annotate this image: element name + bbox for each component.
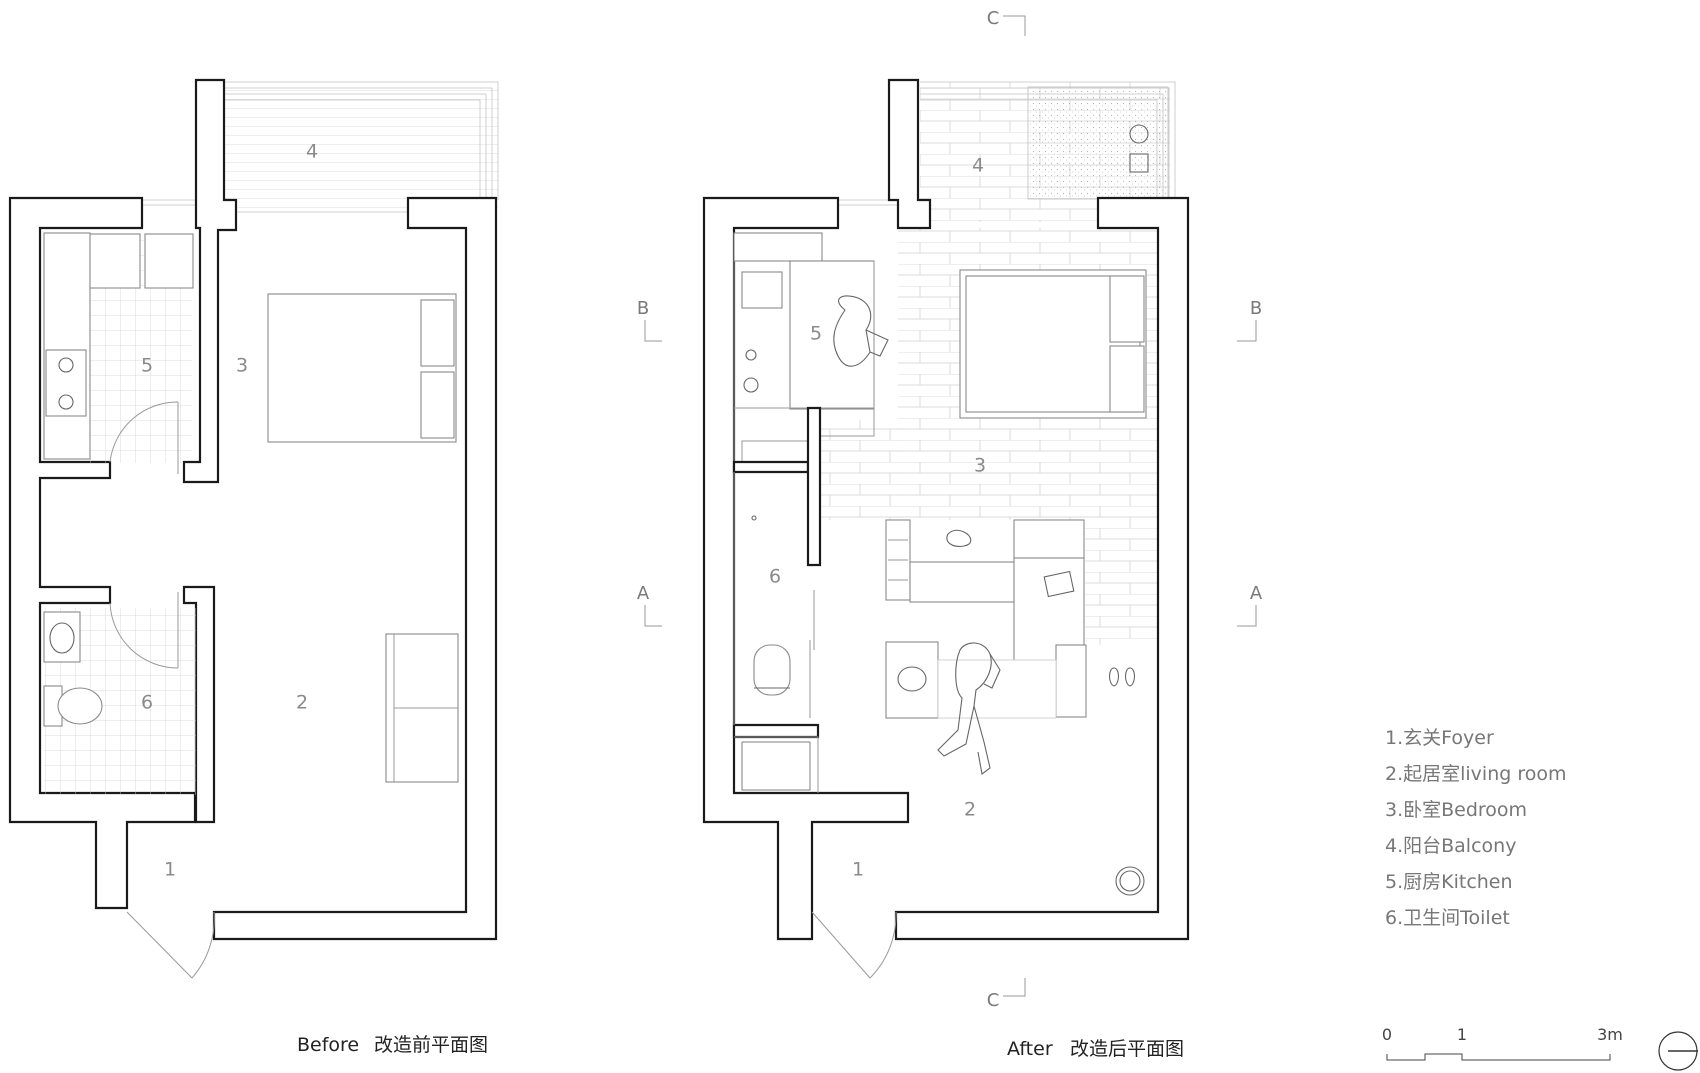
after-kitchen-cabinet-top bbox=[733, 232, 823, 262]
after-cook-figure-icon bbox=[833, 295, 889, 367]
after-outer-wall-north bbox=[887, 78, 932, 230]
legend-item-living-room: 2.起居室living room bbox=[1385, 763, 1567, 785]
section-marker-a-right: A bbox=[1237, 583, 1263, 627]
after-toilet-drain bbox=[751, 515, 757, 521]
after-kitchen-counter bbox=[789, 260, 875, 410]
after-outer-wall bbox=[702, 196, 910, 941]
section-marker-a-left: A bbox=[637, 583, 662, 627]
before-bed-pillow-1 bbox=[420, 299, 455, 367]
after-caption-cn: 改造后平面图 bbox=[1070, 1038, 1184, 1060]
before-basin-bowl bbox=[49, 622, 75, 654]
scale-label-0: 0 bbox=[1382, 1025, 1392, 1044]
after-entry-door bbox=[811, 911, 897, 979]
legend-item-bedroom: 3.卧室Bedroom bbox=[1385, 799, 1527, 821]
before-stove-burner-1 bbox=[58, 357, 74, 373]
before-kitchen-door bbox=[109, 401, 179, 474]
legend-item-kitchen: 5.厨房Kitchen bbox=[1385, 871, 1513, 893]
after-washbasin bbox=[897, 666, 927, 692]
section-marker-c-top: C bbox=[987, 8, 1026, 36]
after-plant-pot-icon bbox=[1115, 866, 1145, 896]
before-room-4: 4 bbox=[306, 141, 318, 163]
before-balcony-railing bbox=[130, 81, 499, 213]
before-outer-wall-right bbox=[182, 78, 238, 484]
after-person-figure-icon bbox=[937, 642, 1001, 775]
after-kitchen-sink bbox=[741, 271, 783, 309]
after-desk-shelf bbox=[885, 519, 1015, 603]
svg-text:B: B bbox=[637, 298, 649, 319]
after-room-4: 4 bbox=[972, 155, 984, 177]
before-toilet-door bbox=[109, 592, 179, 669]
after-laptop-icon bbox=[1043, 570, 1075, 598]
after-kitchen-burner-2 bbox=[743, 377, 759, 393]
after-washing-cabinet bbox=[885, 641, 939, 719]
after-balcony-stool bbox=[1129, 124, 1149, 144]
before-stove-burner-2 bbox=[58, 394, 74, 410]
after-kitchen-burner-1 bbox=[745, 349, 757, 361]
svg-text:C: C bbox=[987, 990, 1000, 1011]
before-room-6: 6 bbox=[141, 692, 153, 714]
after-cabinet-right bbox=[1055, 644, 1087, 718]
legend-item-balcony: 4.阳台Balcony bbox=[1385, 835, 1516, 857]
before-entry-door bbox=[126, 911, 215, 979]
after-room-3: 3 bbox=[974, 455, 986, 477]
scale-label-3m: 3m bbox=[1597, 1025, 1623, 1044]
before-room-5: 5 bbox=[141, 355, 153, 377]
north-arrow-icon bbox=[1658, 1031, 1698, 1071]
before-kitchen-stove bbox=[45, 349, 87, 417]
before-partition-toilet bbox=[182, 585, 216, 824]
before-toilet-basin bbox=[43, 611, 81, 663]
after-balcony-table bbox=[1129, 153, 1149, 173]
after-slippers-icon bbox=[1108, 667, 1136, 687]
after-room-6: 6 bbox=[769, 566, 781, 588]
before-kitchen-counter bbox=[43, 232, 91, 460]
section-marker-b-left: B bbox=[637, 298, 662, 342]
after-room-1: 1 bbox=[852, 859, 864, 881]
after-bed-pillow-1 bbox=[1109, 275, 1145, 343]
after-caption-en: After bbox=[1007, 1038, 1053, 1060]
before-kitchen-sink bbox=[89, 233, 141, 289]
after-partition-side bbox=[806, 406, 822, 567]
after-bookshelf bbox=[1013, 519, 1085, 559]
before-toilet-bowl bbox=[57, 687, 103, 725]
before-bed-pillow-2 bbox=[420, 371, 455, 439]
room-legend: 1.玄关Foyer 2.起居室living room 3.卧室Bedroom 4… bbox=[1385, 727, 1567, 929]
svg-text:A: A bbox=[637, 583, 650, 604]
after-partition-toilet bbox=[732, 723, 820, 739]
before-room-1: 1 bbox=[164, 859, 176, 881]
after-partition-kitchen bbox=[732, 460, 810, 474]
scale-bar: 0 1 3m bbox=[1382, 1025, 1623, 1061]
legend-item-foyer: 1.玄关Foyer bbox=[1385, 727, 1494, 749]
scale-label-1: 1 bbox=[1457, 1025, 1467, 1044]
svg-text:A: A bbox=[1250, 583, 1263, 604]
before-kitchen-cabinet bbox=[144, 233, 194, 289]
after-balcony-planter bbox=[1027, 86, 1169, 200]
section-marker-b-right: B bbox=[1237, 298, 1262, 342]
after-room-2: 2 bbox=[964, 799, 976, 821]
before-plan: 4 5 3 6 2 1 Before 改造前平面图 bbox=[8, 78, 499, 1056]
svg-text:B: B bbox=[1250, 298, 1262, 319]
after-bed-pillow-2 bbox=[1109, 345, 1145, 413]
after-storage-cabinet bbox=[741, 741, 811, 791]
after-room-5: 5 bbox=[810, 323, 822, 345]
before-room-2: 2 bbox=[296, 692, 308, 714]
after-toilet-bowl bbox=[753, 644, 791, 696]
legend-item-toilet: 6.卫生间Toilet bbox=[1385, 907, 1510, 929]
svg-text:C: C bbox=[987, 8, 1000, 29]
before-room-3: 3 bbox=[236, 355, 248, 377]
section-marker-c-bottom: C bbox=[987, 978, 1026, 1011]
before-caption-cn: 改造前平面图 bbox=[374, 1034, 488, 1056]
before-caption-en: Before bbox=[297, 1034, 359, 1056]
after-plan: 4 5 3 6 2 1 C C B B A A Afte bbox=[637, 8, 1263, 1060]
